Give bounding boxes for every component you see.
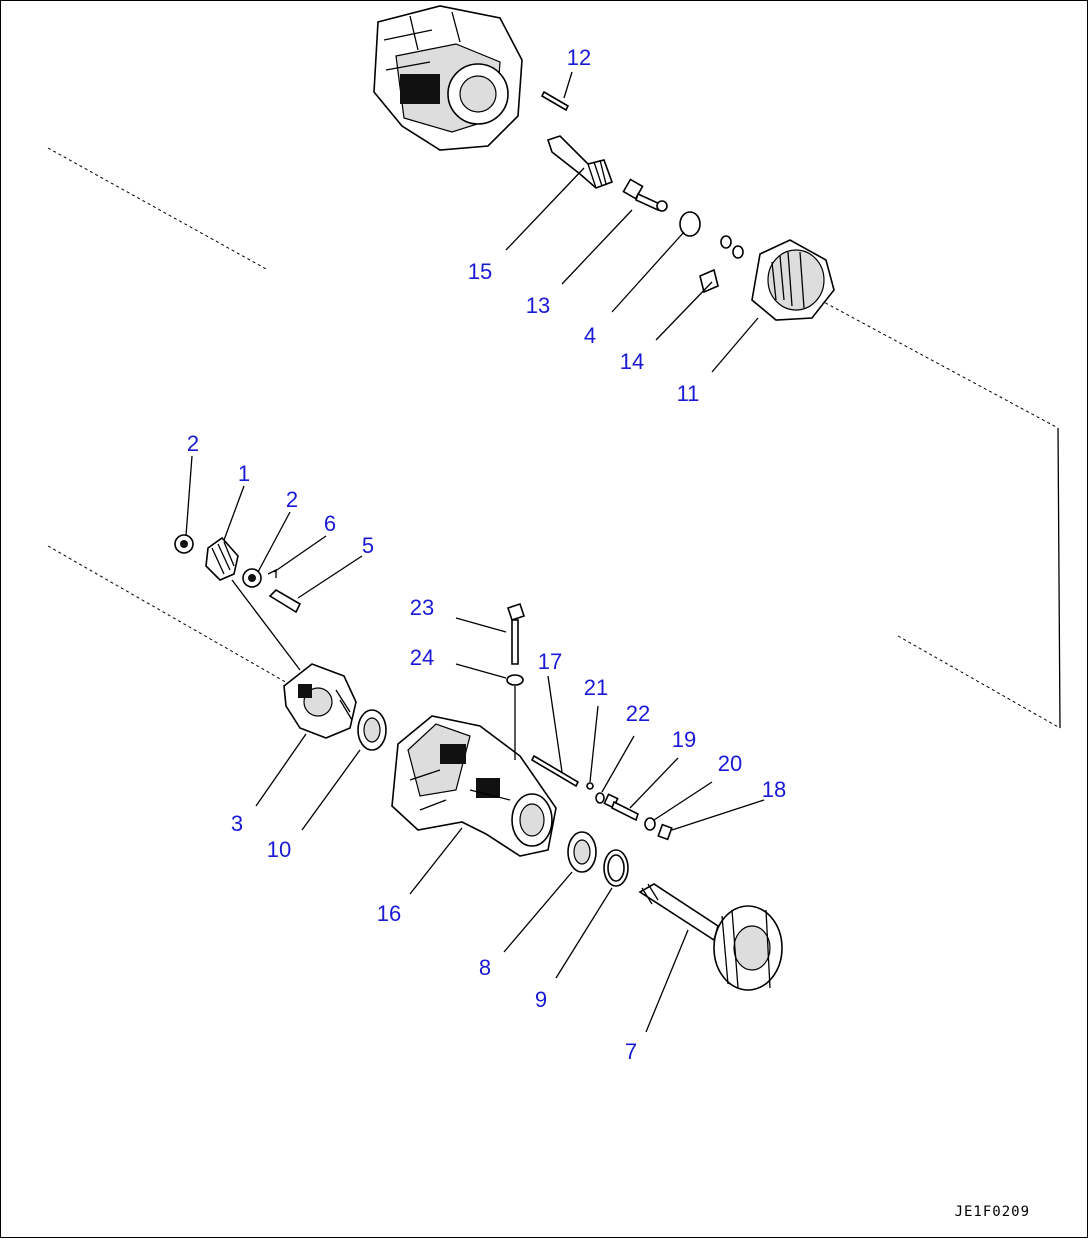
callout-2b: 2 xyxy=(285,487,299,512)
callout-16: 16 xyxy=(376,901,402,926)
callout-23: 23 xyxy=(409,595,435,620)
callout-11: 11 xyxy=(676,381,700,406)
shim-14-part xyxy=(699,235,744,294)
ring-22-part xyxy=(595,792,605,804)
callout-10: 10 xyxy=(266,837,292,862)
washer-24-part xyxy=(506,674,524,686)
bearing-2a-part xyxy=(174,534,194,554)
differential-case-3-part xyxy=(283,663,357,739)
shaft-15-part xyxy=(546,135,614,189)
bearing-2b-part xyxy=(242,568,262,588)
plug-21-part xyxy=(586,782,594,790)
callout-3: 3 xyxy=(230,811,244,836)
callout-22: 22 xyxy=(625,701,651,726)
ring-gear-11-part xyxy=(751,239,835,321)
ring-9-part xyxy=(603,849,629,887)
gear-1-part xyxy=(205,536,239,581)
callout-4: 4 xyxy=(583,323,597,348)
callout-24: 24 xyxy=(409,645,435,670)
callout-2a: 2 xyxy=(186,431,200,456)
callout-7: 7 xyxy=(624,1039,638,1064)
washer-4-part xyxy=(679,211,701,237)
bolt-19-part xyxy=(603,793,639,822)
leader-lines xyxy=(185,71,765,1033)
callout-12: 12 xyxy=(566,45,592,70)
callout-1: 1 xyxy=(237,461,251,486)
callout-8: 8 xyxy=(478,955,492,980)
bolt-13-part xyxy=(622,178,668,212)
figure-code: JE1F0209 xyxy=(954,1204,1030,1220)
pinion-gear-7-part xyxy=(638,883,783,991)
pin-12-part xyxy=(540,90,570,112)
pin-17-part xyxy=(530,754,580,788)
callout-6: 6 xyxy=(323,511,337,536)
nut-18-part xyxy=(657,823,673,841)
callout-19: 19 xyxy=(671,727,697,752)
axle-housing-part xyxy=(373,5,523,151)
callout-20: 20 xyxy=(717,751,743,776)
callout-14: 14 xyxy=(619,349,645,374)
assembly-guide-lines xyxy=(47,147,1061,729)
callout-5: 5 xyxy=(361,533,375,558)
callout-17: 17 xyxy=(537,649,563,674)
bearing-8-part xyxy=(567,831,597,873)
callout-18: 18 xyxy=(761,777,787,802)
callout-15: 15 xyxy=(467,259,493,284)
bolt-23-part xyxy=(506,602,526,665)
callout-9: 9 xyxy=(534,987,548,1012)
washer-20-part xyxy=(644,817,656,831)
callout-21: 21 xyxy=(583,675,609,700)
bearing-10-part xyxy=(357,709,387,751)
pin-5-part xyxy=(268,588,302,614)
carrier-16-part xyxy=(391,715,557,857)
callout-13: 13 xyxy=(525,293,551,318)
